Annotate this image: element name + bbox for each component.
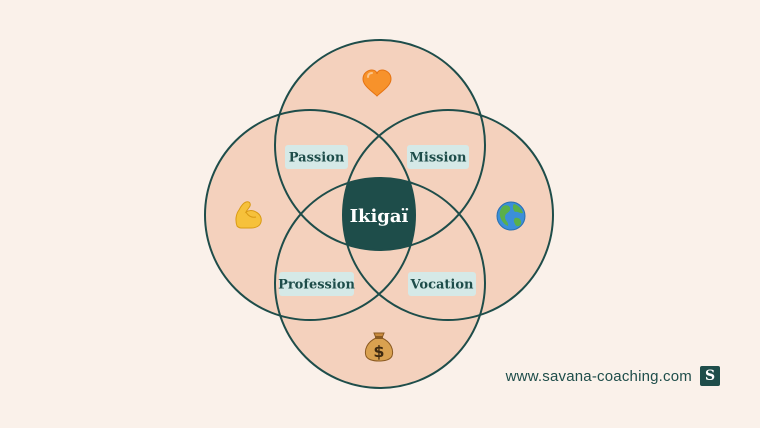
- circle-right-outline: [342, 109, 554, 321]
- globe-icon: [496, 201, 526, 231]
- circle-top-outline: [274, 39, 486, 251]
- label-mission-text: Mission: [409, 151, 467, 166]
- circle-bottom-fill: [275, 178, 485, 388]
- label-mission: Mission: [407, 145, 469, 169]
- circle-left-outline: [204, 109, 416, 321]
- label-passion: Passion: [285, 145, 348, 169]
- footer: www.savana-coaching.com S: [506, 366, 720, 386]
- ikigai-center-region: [343, 178, 415, 250]
- label-vocation: Vocation: [408, 272, 476, 296]
- savana-logo: S: [700, 366, 720, 386]
- label-vocation-text: Vocation: [410, 278, 475, 293]
- flexed-biceps-icon: [235, 201, 262, 229]
- label-passion-text: Passion: [289, 151, 345, 166]
- money-bag-dollar-sign: $: [373, 342, 384, 361]
- circle-bottom-outline: [274, 177, 486, 389]
- heart-icon: [362, 69, 392, 97]
- label-profession-text: Profession: [278, 278, 355, 293]
- website-url[interactable]: www.savana-coaching.com: [505, 367, 692, 385]
- money-bag-icon: [364, 332, 394, 362]
- ikigai-center-label: Ikigaï: [350, 206, 409, 227]
- label-profession: Profession: [278, 272, 355, 296]
